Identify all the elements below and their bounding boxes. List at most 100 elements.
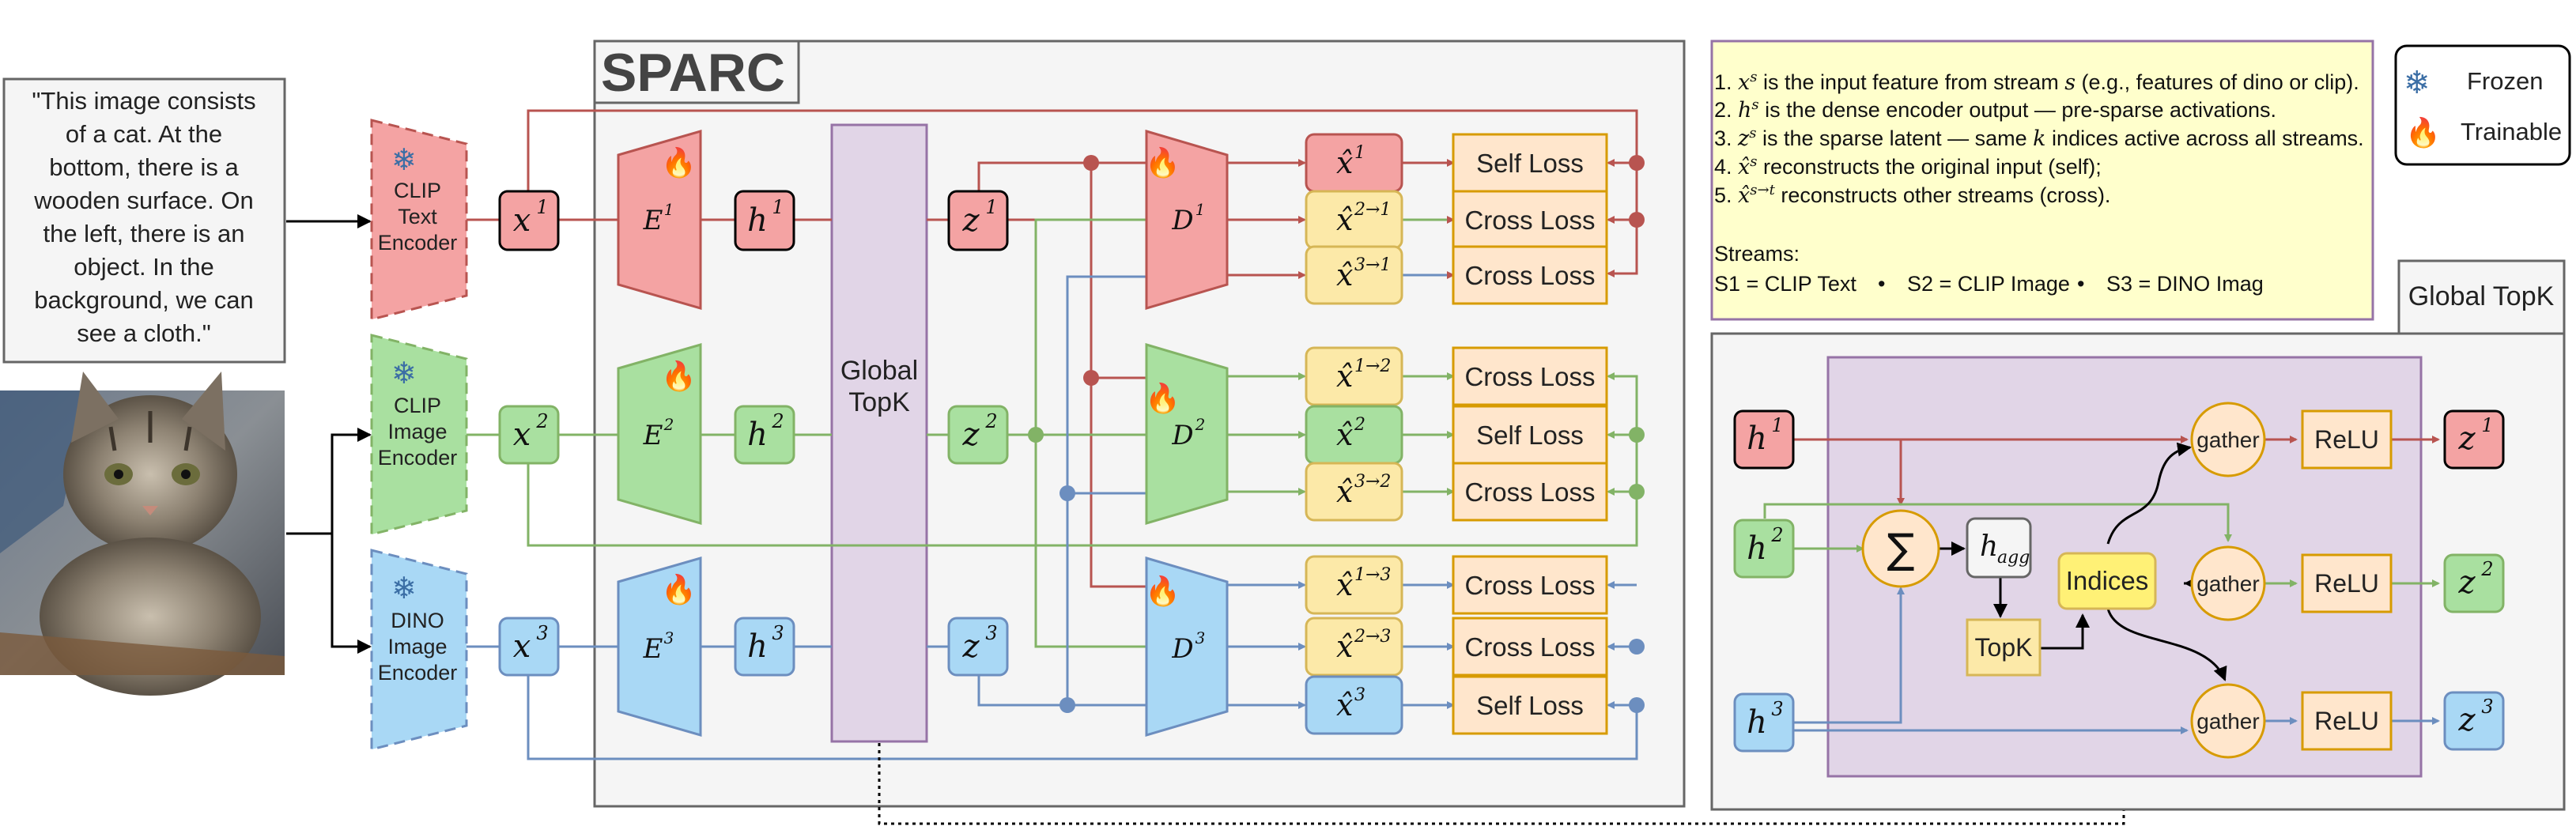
detail-h3: h 3 [1733, 692, 1795, 753]
xhat-node [1305, 675, 1403, 735]
h1-node: h 1 [734, 190, 795, 251]
svg-text:2. hs is the dense encoder out: 2. hs is the dense encoder output — pre-… [1714, 96, 2276, 123]
svg-text:"This image consists: "This image consists [32, 87, 255, 115]
h3-node: h 3 [734, 617, 795, 677]
svg-text:2: 2 [771, 410, 784, 432]
svg-text:2: 2 [1195, 415, 1206, 434]
svg-text:3. zs is the sparse latent — s: 3. zs is the sparse latent — same k indi… [1714, 125, 2364, 151]
xhat-node [1305, 245, 1403, 305]
xhat-symbol: x̂ [1336, 629, 1353, 664]
xhat-symbol: x̂ [1336, 417, 1353, 452]
svg-text:5. x̂s→t reconstructs other st: 5. x̂s→t reconstructs other streams (cro… [1714, 182, 2110, 208]
svg-text:S2 = CLIP Image: S2 = CLIP Image [1907, 272, 2070, 296]
dino-image-encoder: ❄ DINO Image Encoder [370, 549, 468, 751]
global-topk-label-1: Global [840, 356, 918, 386]
svg-text:the left, there is an: the left, there is an [43, 220, 244, 247]
xhat-node [1305, 617, 1403, 677]
svg-text:3: 3 [1195, 628, 1206, 647]
xhat-superscript: 1→3 [1354, 565, 1391, 585]
svg-text:2: 2 [984, 410, 997, 432]
svg-text:D: D [1171, 205, 1193, 236]
detail-title: Global TopK [2408, 281, 2555, 311]
topk-node: TopK [1966, 618, 2042, 677]
notes-box [1710, 40, 2374, 321]
svg-text:S3 = DINO Imag: S3 = DINO Imag [2106, 272, 2264, 296]
loss-label: Cross Loss [1464, 477, 1595, 507]
detail-z2: z 2 [2443, 553, 2505, 613]
svg-text:1: 1 [1771, 414, 1783, 436]
loss-label: Self Loss [1476, 149, 1584, 178]
decoder-D2: 🔥 D 2 [1145, 342, 1229, 526]
svg-text:Trainable: Trainable [2461, 118, 2562, 145]
svg-text:•: • [1878, 272, 1885, 296]
gather-2: gather [2190, 545, 2266, 621]
loss-box [1452, 462, 1608, 522]
svg-text:gather: gather [2196, 428, 2259, 452]
relu-1: ReLU [2301, 409, 2393, 470]
encoder-E2: 🔥 E 2 [617, 343, 702, 525]
svg-text:3: 3 [985, 622, 997, 644]
sum-node: ∑ [1861, 509, 1940, 588]
svg-text:3: 3 [1771, 698, 1783, 720]
caption-text: "This image consists of a cat. At the bo… [32, 87, 255, 347]
z3-node: z 3 [947, 617, 1009, 677]
loss-box [1452, 133, 1608, 193]
svg-text:2: 2 [535, 410, 548, 432]
svg-text:2: 2 [1770, 524, 1783, 546]
svg-text:background, we can: background, we can [34, 286, 253, 314]
svg-text:1: 1 [1195, 200, 1206, 219]
loss-box [1452, 675, 1608, 735]
svg-text:ReLU: ReLU [2314, 707, 2379, 735]
xhat-symbol: x̂ [1336, 258, 1353, 292]
svg-text:z: z [2457, 421, 2476, 457]
svg-text:of a cat. At the: of a cat. At the [66, 120, 222, 148]
loss-label: Cross Loss [1464, 206, 1595, 235]
detail-z3: z 3 [2443, 691, 2505, 751]
green-stream-wires [466, 216, 1638, 648]
x1-node: x 1 [498, 190, 560, 251]
xhat-superscript: 2 [1354, 415, 1365, 435]
svg-text:1: 1 [985, 196, 997, 218]
svg-text:•: • [2077, 272, 2084, 296]
h2-node: h 2 [734, 405, 795, 465]
notes-text: 1. xs is the input feature from stream s… [1714, 69, 2364, 296]
svg-text:z: z [2457, 564, 2476, 601]
svg-text:1: 1 [536, 196, 548, 218]
svg-text:bottom, there is a: bottom, there is a [49, 153, 239, 181]
z1-node: z 1 [947, 190, 1009, 251]
image-split-arrows [286, 433, 370, 648]
xhat-symbol: x̂ [1336, 359, 1353, 394]
svg-text:1: 1 [664, 200, 674, 219]
svg-text:CLIP: CLIP [394, 394, 441, 417]
svg-text:agg: agg [1997, 548, 2030, 568]
global-topk-bar [830, 123, 928, 743]
svg-text:z: z [961, 628, 980, 665]
svg-text:∑: ∑ [1887, 526, 1914, 573]
snowflake-icon: ❄ [391, 357, 417, 390]
svg-text:1: 1 [772, 196, 784, 218]
relu-3: ReLU [2301, 691, 2393, 751]
svg-text:3: 3 [664, 628, 674, 647]
clip-image-encoder: ❄ CLIP Image Encoder [370, 334, 468, 536]
detail-title-box [2397, 259, 2566, 335]
xhat-node [1305, 346, 1403, 406]
xhat-node [1305, 555, 1403, 615]
svg-text:D: D [1171, 633, 1193, 665]
svg-text:TopK: TopK [1975, 633, 2033, 662]
svg-text:z: z [961, 202, 980, 239]
detail-wires [1763, 436, 2440, 734]
xhat-node [1305, 462, 1403, 522]
loss-label: Cross Loss [1464, 261, 1595, 290]
decoder-D3: 🔥 D 3 [1145, 556, 1229, 738]
svg-text:3: 3 [2481, 696, 2493, 718]
detail-h1: h 1 [1733, 409, 1795, 470]
svg-text:ReLU: ReLU [2314, 569, 2379, 598]
svg-text:Image: Image [387, 635, 447, 658]
indices-node: Indices [2057, 552, 2157, 610]
loss-box [1452, 346, 1608, 406]
